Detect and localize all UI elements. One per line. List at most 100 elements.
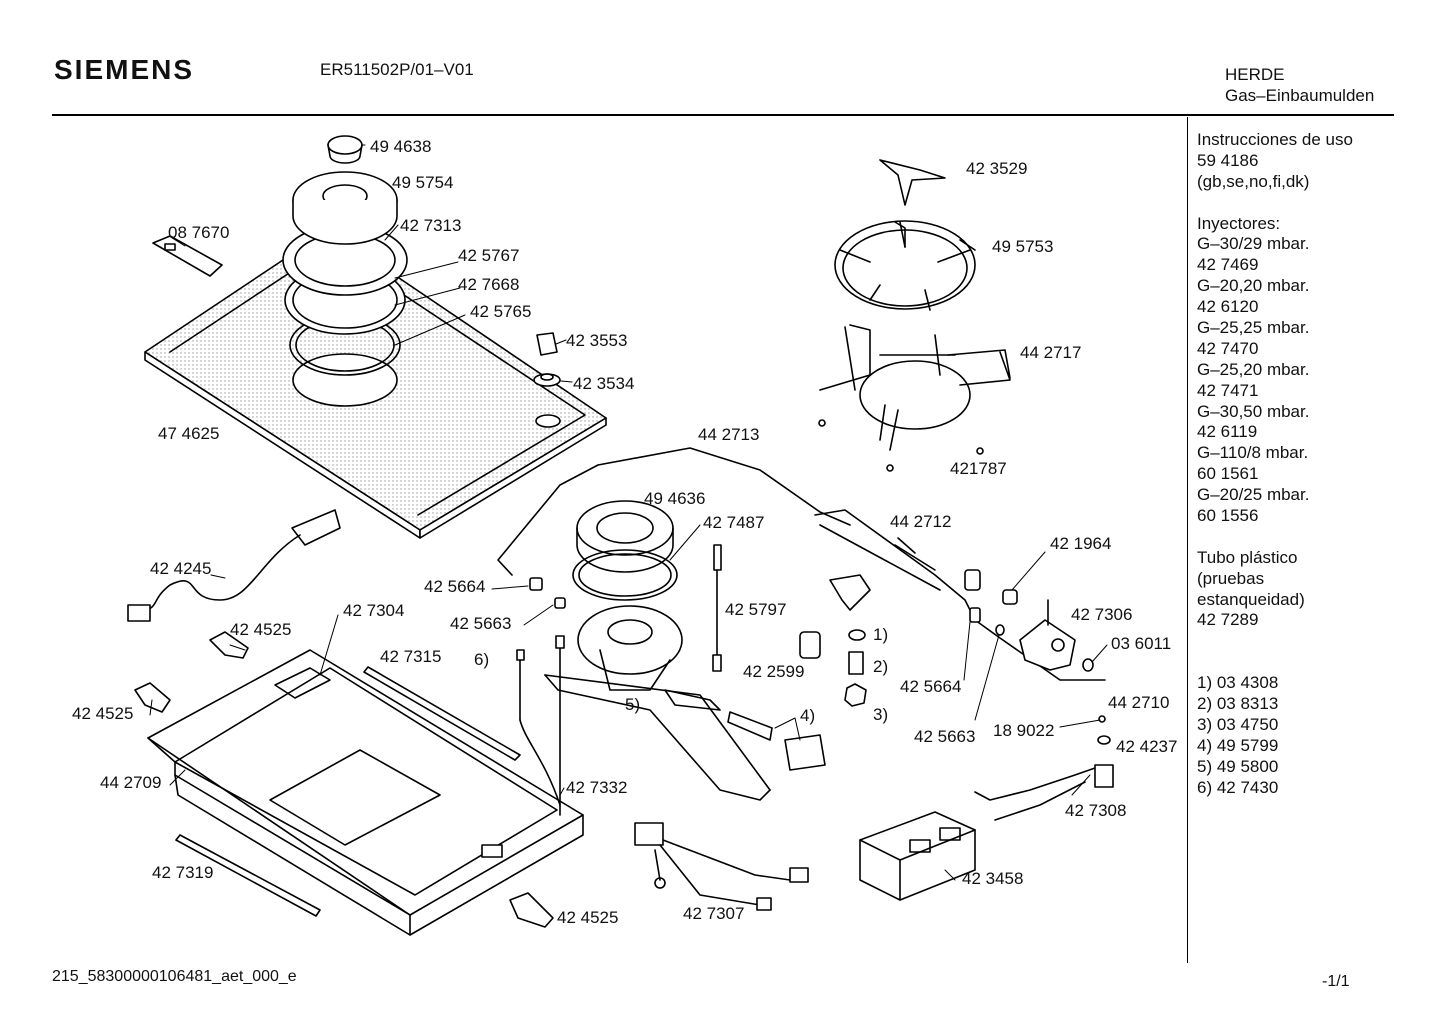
part-label: 49 5754 xyxy=(392,173,453,192)
thermocouple xyxy=(712,544,722,672)
pan-support-grid xyxy=(819,324,1011,451)
sidebar-line: estanqueidad) xyxy=(1197,589,1305,609)
part-label: 49 5753 xyxy=(992,237,1053,256)
part-label: 49 4638 xyxy=(370,137,431,156)
part-label: 42 3529 xyxy=(966,159,1027,178)
part-label: 42 7304 xyxy=(343,601,404,620)
part-label: 49 4636 xyxy=(644,489,705,508)
header-rule xyxy=(52,114,1394,116)
sidebar-line: G–20,20 mbar. xyxy=(1197,276,1310,296)
second-burner xyxy=(572,500,721,711)
part-label: 5) xyxy=(625,695,640,714)
part-label: 42 5663 xyxy=(914,727,975,746)
page-number: -1/1 xyxy=(1322,973,1350,990)
part-label: 42 5797 xyxy=(725,600,786,619)
part-label: 42 5664 xyxy=(900,677,961,696)
category-line-1: HERDE xyxy=(1225,65,1285,84)
part-label: 42 7668 xyxy=(458,275,519,294)
sidebar-line: G–25,25 mbar. xyxy=(1197,318,1310,338)
part-labels: 49 4638 49 5754 42 7313 08 7670 42 5767 42 76… xyxy=(72,137,1177,927)
sidebar-line: G–110/8 mbar. xyxy=(1197,443,1309,463)
sidebar-line: (pruebas xyxy=(1197,568,1265,588)
part-label: 42 2599 xyxy=(743,662,804,681)
part-label: 42 3458 xyxy=(962,869,1023,888)
ignition-cable xyxy=(634,822,809,911)
sidebar-line: G–30,50 mbar. xyxy=(1197,401,1310,421)
sidebar-line: 3) 03 4750 xyxy=(1197,714,1279,734)
part-label: 42 4525 xyxy=(72,704,133,723)
sidebar-line: 60 1561 xyxy=(1197,464,1259,484)
sidebar-line: 4) 49 5799 xyxy=(1197,735,1279,755)
part-label: 42 5767 xyxy=(458,246,519,265)
part-label: 44 2717 xyxy=(1020,343,1081,362)
part-label: 4) xyxy=(800,706,815,725)
sidebar-line: 2) 03 8313 xyxy=(1197,694,1279,714)
sidebar-line: 59 4186 xyxy=(1197,150,1259,170)
part-label: 42 7332 xyxy=(566,778,627,797)
sidebar-line: Instrucciones de uso xyxy=(1197,130,1353,149)
category: HERDE Gas–Einbaumulden xyxy=(1225,64,1374,106)
part-label: 44 2710 xyxy=(1108,693,1169,712)
footer-code: 215_58300000106481_aet_000_e xyxy=(52,968,297,985)
part-label: 44 2713 xyxy=(698,425,759,444)
sidebar-line: G–25,20 mbar. xyxy=(1197,359,1310,379)
ignition-unit xyxy=(859,811,976,901)
part-label: 1) xyxy=(873,625,888,644)
sidebar-line: Inyectores: xyxy=(1197,213,1281,233)
part-label: 44 2712 xyxy=(890,512,951,531)
sidebar-line: 42 7471 xyxy=(1197,380,1259,400)
brand-logo: SIEMENS xyxy=(54,54,195,85)
part-label: 18 9022 xyxy=(993,721,1054,740)
sidebar-line: Tubo plástico xyxy=(1197,547,1298,567)
part-label: 42 4245 xyxy=(150,559,211,578)
leader-lines xyxy=(149,144,1108,881)
part-label: 42 7315 xyxy=(380,647,441,666)
housing-tray xyxy=(147,649,584,936)
part-label: 03 6011 xyxy=(1111,634,1171,653)
sidebar-line: 5) 49 5800 xyxy=(1197,756,1279,776)
part-label: 42 7306 xyxy=(1071,605,1132,624)
sidebar-line: 42 7470 xyxy=(1197,338,1259,358)
part-label: 42 7308 xyxy=(1065,801,1126,820)
part-label: 47 4625 xyxy=(158,424,219,443)
sidebar-line: G–30/29 mbar. xyxy=(1197,234,1310,254)
sidebar-line: 6) 42 7430 xyxy=(1197,777,1279,797)
power-cable xyxy=(127,509,341,622)
knob-parts xyxy=(533,332,561,387)
part-label: 42 1964 xyxy=(1050,534,1111,553)
part-label: 42 7313 xyxy=(400,216,461,235)
small-pan-support xyxy=(879,159,946,206)
spark-clip xyxy=(152,235,223,277)
sidebar-line: 42 6120 xyxy=(1197,297,1259,317)
sidebar-line: 42 7469 xyxy=(1197,255,1259,275)
part-label: 42 5765 xyxy=(470,302,531,321)
category-line-2: Gas–Einbaumulden xyxy=(1225,86,1375,105)
part-label: 42 4525 xyxy=(230,620,291,639)
part-label: 42 7319 xyxy=(152,863,213,882)
pan-support-ring xyxy=(834,220,976,311)
sidebar-line: (gb,se,no,fi,dk) xyxy=(1197,171,1310,191)
part-label: 6) xyxy=(474,650,489,669)
sidebar-line: G–20/25 mbar. xyxy=(1197,485,1310,505)
part-label: 42 7487 xyxy=(703,513,764,532)
part-label: 42 5663 xyxy=(450,614,511,633)
sidebar-line: 42 6119 xyxy=(1197,422,1258,442)
part-label: 421787 xyxy=(950,459,1007,478)
part-label: 44 2709 xyxy=(100,773,161,792)
part-label: 42 3534 xyxy=(573,374,634,393)
part-label: 42 3553 xyxy=(566,331,627,350)
part-label: 08 7670 xyxy=(168,223,229,242)
part-label: 42 7307 xyxy=(683,904,744,923)
burner-cap-and-rings xyxy=(282,135,408,407)
gas-valve xyxy=(1019,599,1076,671)
sidebar-line: 60 1556 xyxy=(1197,506,1259,526)
sidebar-line: 1) 03 4308 xyxy=(1197,673,1279,693)
part-label: 2) xyxy=(873,657,888,676)
part-label: 42 4237 xyxy=(1116,737,1177,756)
sidebar-divider xyxy=(1187,117,1188,963)
part-label: 42 4525 xyxy=(557,908,618,927)
part-label: 42 5664 xyxy=(424,577,485,596)
part-label: 3) xyxy=(873,705,888,724)
